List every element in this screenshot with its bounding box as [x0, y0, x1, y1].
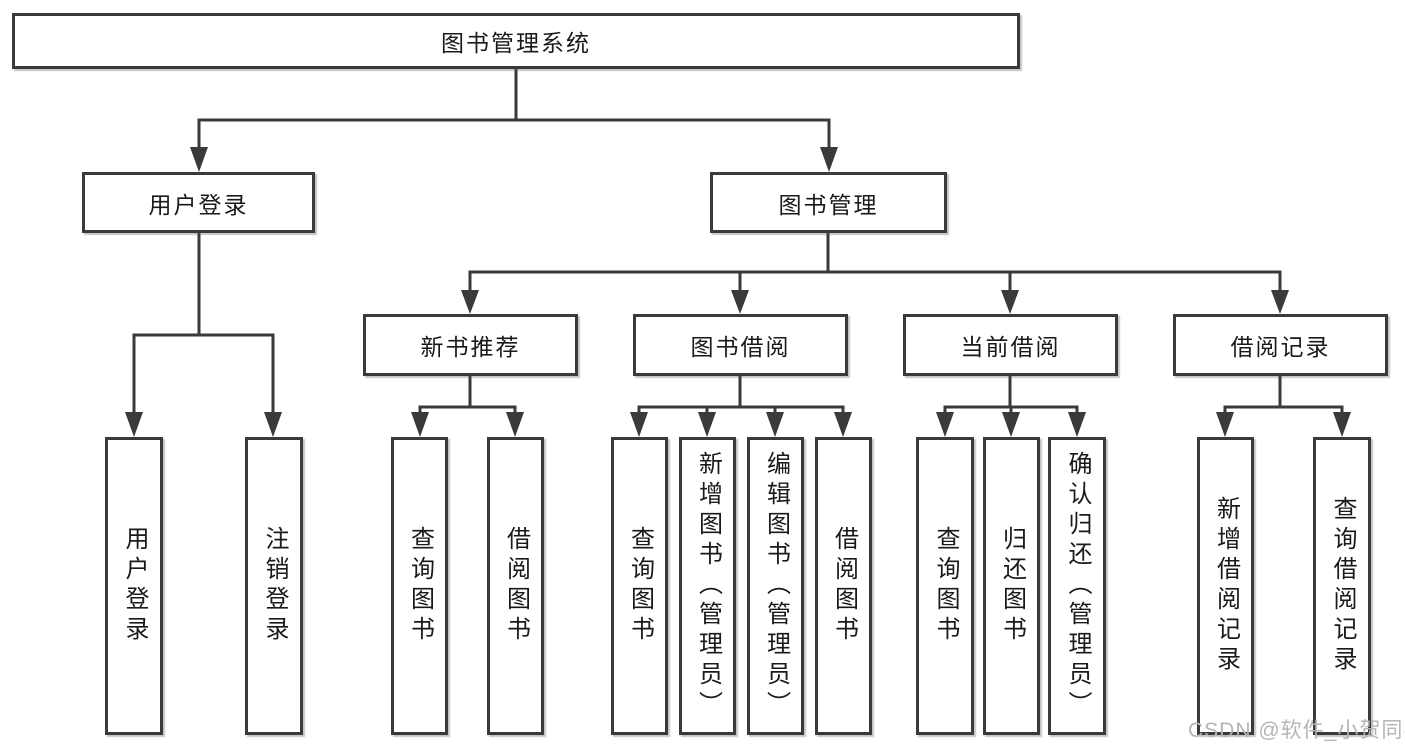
node-label: 归还图书: [998, 526, 1026, 646]
leaf-query-borrow-record: 查询借阅记录: [1313, 437, 1371, 735]
node-label: 查询借阅记录: [1329, 496, 1356, 676]
node-label: 图书借阅: [690, 334, 791, 360]
node-label: 注销登录: [261, 526, 288, 646]
arrowhead: [1333, 412, 1351, 437]
arrowhead: [698, 412, 716, 437]
connector-user-login: [132, 232, 275, 415]
arrowhead: [731, 290, 749, 314]
node-new-book-recommend: 新书推荐: [363, 314, 578, 376]
arrowhead: [461, 290, 479, 314]
connector-new-book: [418, 376, 517, 414]
arrowhead: [264, 412, 282, 437]
leaf-query-books-2: 查询图书: [611, 437, 668, 735]
leaf-add-borrow-record: 新增借阅记录: [1197, 437, 1254, 735]
node-borrowing-records: 借阅记录: [1173, 314, 1388, 376]
leaf-add-books-admin: 新增图书（管理员）: [679, 437, 736, 735]
node-label: 查询图书: [406, 526, 434, 646]
node-book-management: 图书管理: [710, 172, 947, 233]
arrowhead: [1216, 412, 1234, 437]
connector-root: [197, 68, 831, 150]
arrowhead: [1001, 290, 1019, 314]
node-root-system: 图书管理系统: [12, 13, 1020, 69]
leaf-logout: 注销登录: [245, 437, 303, 735]
leaf-return-books: 归还图书: [983, 437, 1040, 735]
arrowhead: [1002, 412, 1020, 437]
arrowhead: [411, 412, 429, 437]
leaf-confirm-return-admin: 确认归还（管理员）: [1048, 437, 1106, 735]
node-label: 查询图书: [932, 526, 959, 646]
node-book-borrowing: 图书借阅: [633, 314, 848, 376]
connector-current-borrow: [943, 376, 1079, 414]
leaf-borrow-books-1: 借阅图书: [487, 437, 544, 735]
node-label: 借阅记录: [1230, 334, 1331, 360]
arrowhead: [766, 412, 784, 437]
arrowhead: [1271, 290, 1289, 314]
node-label: 确认归还（管理员）: [1064, 451, 1091, 721]
leaf-query-books-1: 查询图书: [391, 437, 448, 735]
arrowhead: [630, 412, 648, 437]
leaf-borrow-books-2: 借阅图书: [815, 437, 872, 735]
node-label: 新增借阅记录: [1212, 496, 1240, 676]
arrowhead: [1068, 412, 1086, 437]
node-current-borrowing: 当前借阅: [903, 314, 1118, 376]
leaf-user-login: 用户登录: [105, 437, 163, 735]
node-label: 借阅图书: [502, 526, 530, 646]
node-label: 新增图书（管理员）: [694, 451, 722, 721]
node-label: 当前借阅: [960, 334, 1061, 360]
node-user-login: 用户登录: [82, 172, 315, 233]
node-label: 新书推荐: [420, 334, 521, 360]
arrowhead: [506, 412, 524, 437]
arrowhead: [190, 147, 208, 172]
leaf-edit-books-admin: 编辑图书（管理员）: [747, 437, 804, 735]
arrowhead: [125, 412, 143, 437]
csdn-watermark: CSDN @软件_小贺同学: [1188, 719, 1405, 742]
connector-book-borrow: [637, 376, 845, 414]
node-label: 借阅图书: [830, 526, 858, 646]
leaf-query-books-3: 查询图书: [916, 437, 974, 735]
node-label: 用户登录: [148, 191, 249, 218]
node-label: 图书管理系统: [441, 30, 591, 56]
node-label: 编辑图书（管理员）: [762, 451, 790, 721]
node-label: 查询图书: [626, 526, 654, 646]
connector-borrow-record: [1223, 376, 1344, 414]
arrowhead: [936, 412, 954, 437]
arrowhead: [834, 412, 852, 437]
arrowhead: [820, 147, 838, 172]
node-label: 用户登录: [121, 526, 148, 646]
node-label: 图书管理: [778, 191, 879, 218]
connector-book-management: [468, 232, 1282, 293]
